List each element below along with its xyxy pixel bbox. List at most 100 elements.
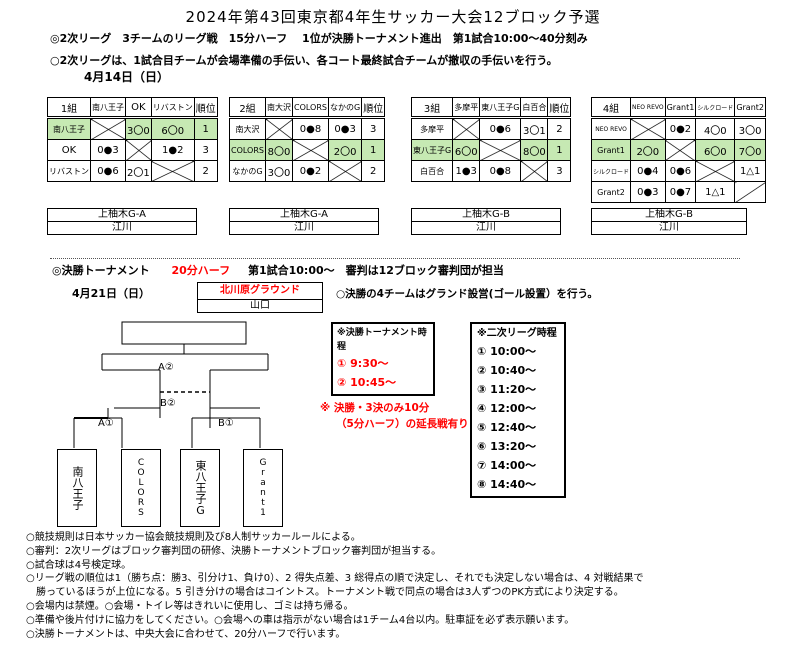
score-cell: 2〇0 [327,139,363,161]
rank-cell: 2 [547,117,572,140]
score-cell: 3〇0 [125,117,152,140]
league-schedule-item: ④ 12:00～ [477,402,537,415]
venue-box-group-3: 上柚木G-B 江川 [411,208,561,235]
score-cell: 2〇1 [125,160,152,182]
self-match-cell [479,139,522,161]
note-line: ○競技規則は日本サッカー協会競技規則及び8人制サッカールールによる。 [26,532,361,543]
final-schedule-box: ※決勝トーナメント時程 ① 9:30～ ② 10:45～ [331,322,435,396]
overtime-note-line2: （5分ハーフ）の延長戦有り [336,418,469,430]
venue-box-group-2: 上柚木G-A 江川 [229,208,379,235]
team-header: 白百合 [520,97,549,119]
rank-cell: 1 [547,139,572,161]
team-header: 東八王子G [479,97,522,119]
final-venue-box: 北川原グラウンド 山口 [197,282,323,313]
self-match-cell [150,160,195,182]
team-box-4: Grant1 [243,449,283,527]
referee-name: 江川 [294,222,314,233]
table-row: COLORS 8〇0 2〇0 1 [229,139,386,161]
team-name: Grant2 [590,181,632,203]
rank-cell: 2 [193,160,218,182]
team-header: 南八王子 [90,97,126,119]
league-table-group-4: 4組 NEO REVO Grant1 シルクロード Grant2 NEO REV… [590,97,766,203]
team-name: リバストン [47,160,91,182]
rank-cell: 3 [547,160,572,182]
score-cell: 0●6 [479,117,522,140]
section-divider [50,258,740,259]
team-name: なかのG [229,160,266,182]
table-row: 南八王子 3〇0 6〇0 1 [47,117,218,140]
league-schedule-box: ※二次リーグ時程 ① 10:00～ ② 10:40～ ③ 11:20～ ④ 12… [470,322,566,498]
self-match-cell [452,117,481,140]
overtime-note-line1: ※ 決勝・3決のみ10分 [320,402,430,414]
score-cell: 0●3 [630,181,666,203]
score-cell: 4〇0 [695,117,736,140]
final-schedule-title: ※決勝トーナメント時程 [337,328,427,352]
team-header: Grant2 [734,97,766,119]
score-cell: 3〇1 [520,117,549,140]
team-name: OK [47,139,91,161]
score-cell: 0●4 [630,160,666,182]
team-header: Grant1 [664,97,697,119]
final-venue-name: 北川原グラウンド [198,283,322,300]
final-schedule-item: ① 9:30～ [337,357,389,370]
note-line: ○準備や後片付けに協力をしてください。○会場への車は指示がない場合は1チーム4台… [26,614,575,626]
rank-cell: 1 [361,139,386,161]
venue-name: 上柚木G-A [230,209,378,222]
rules-notes: ○競技規則は日本サッカー協会競技規則及び8人制サッカールールによる。 ○審判：2… [26,531,644,641]
team-box-1: 南八王子 [57,449,97,527]
self-match-cell [90,117,126,140]
league-table-group-1: 1組 南八王子 OK リバストン 順位 南八王子 3〇0 6〇0 1 OK 0●… [47,97,218,182]
table-row: リバストン 0●6 2〇1 2 [47,160,218,182]
referee-name: 江川 [112,222,132,233]
venue-name: 上柚木G-B [412,209,560,222]
final-heading-title: ◎決勝トーナメント [52,264,150,277]
league-schedule-item: ⑧ 14:40～ [477,478,537,491]
note-line: ○試合球は4号検定球。 [26,559,132,571]
table-row: 南大沢 0●8 0●3 3 [229,117,386,140]
table-row: 多摩平 0●6 3〇1 2 [410,117,572,140]
league-date: 4月14日（日） [84,70,170,84]
league-schedule-item: ⑤ 12:40～ [477,421,537,434]
rank-header: 順位 [361,97,386,119]
team-box-3: 東八王子G [180,449,220,527]
rank-cell: 1 [193,117,218,140]
final-heading-half: 20分ハーフ [171,264,231,277]
team-name: NEO REVO [590,117,632,140]
score-cell: 2〇0 [630,139,666,161]
league-schedule-item: ⑦ 14:00～ [477,459,537,472]
self-match-cell [125,139,152,161]
table-row: NEO REVO 0●2 4〇0 3〇0 [590,117,766,140]
rank-header: 順位 [547,97,572,119]
score-cell: 1△1 [734,160,766,182]
tournament-bracket [73,321,269,448]
team-name: 白百合 [410,160,454,182]
table-row: Grant2 0●3 0●7 1△1 [590,181,766,203]
table-row: シルクロード 0●4 0●6 1△1 [590,160,766,182]
league-schedule-item: ② 10:40～ [477,364,537,377]
score-cell: 6〇0 [695,139,736,161]
note-line: ○リーグ戦の順位は1（勝ち点：勝3、引分け1、負け0）、2 得失点差、3 総得点… [26,573,644,585]
page-title: 2024年第43回東京都4年生サッカー大会12ブロック予選 [185,8,601,26]
group-name: 2組 [229,97,266,119]
score-cell: 0●3 [327,117,363,140]
score-cell: 0●3 [90,139,126,161]
rank-cell: 3 [361,117,386,140]
score-cell: 6〇0 [150,117,195,140]
table-row: OK 0●3 1●2 3 [47,139,218,161]
self-match-cell [520,160,549,182]
referee-name: 江川 [476,222,496,233]
score-cell: 3〇0 [734,117,766,140]
team-header: NEO REVO [630,97,666,119]
match-label-b1: B① [218,418,234,429]
champion-box [121,321,247,345]
venue-name: 上柚木G-B [592,209,746,222]
final-venue-note: ○決勝の4チームはグランド設営(ゴール設置）を行う。 [336,288,598,300]
score-cell: 0●2 [664,117,697,140]
self-match-cell [664,139,697,161]
league-schedule-item: ① 10:00～ [477,345,537,358]
league-schedule-title: ※二次リーグ時程 [477,328,557,339]
self-match-cell [695,160,736,182]
score-cell: 1△1 [695,181,736,203]
score-cell: 0●8 [479,160,522,182]
score-cell: 7〇0 [734,139,766,161]
